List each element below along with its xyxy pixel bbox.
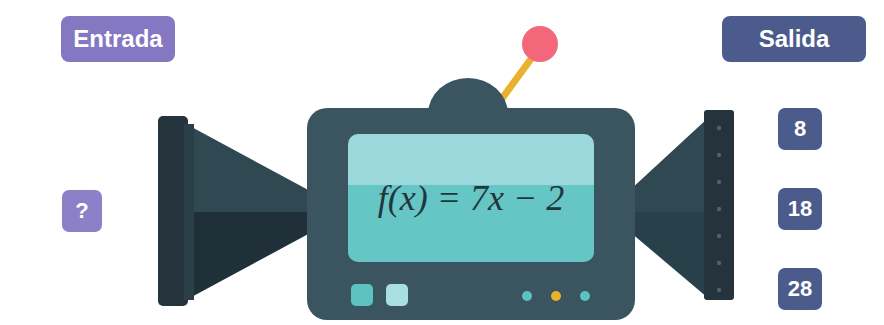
output-cone-top xyxy=(630,118,708,212)
output-heading: Salida xyxy=(722,16,866,62)
button xyxy=(351,284,373,306)
node-label: 8 xyxy=(794,116,806,142)
output-cone-bottom xyxy=(630,212,708,298)
input-cone-bottom xyxy=(186,212,312,300)
input-plate xyxy=(158,116,188,306)
machine-body xyxy=(307,108,635,320)
input-heading: Entrada xyxy=(61,16,175,62)
indicator-light xyxy=(580,291,590,301)
indicator-light xyxy=(522,291,532,301)
node-label: Entrada xyxy=(73,25,162,53)
input-value: ? xyxy=(62,190,102,232)
output-dots xyxy=(717,126,721,292)
function-screen: f(x) = 7x − 2 xyxy=(348,134,594,262)
node-label: Salida xyxy=(759,25,830,53)
indicator-light xyxy=(551,291,561,301)
input-cone-top xyxy=(186,124,312,212)
output-value: 18 xyxy=(778,188,822,230)
node-label: 28 xyxy=(788,276,812,302)
output-plate xyxy=(704,110,734,300)
button xyxy=(386,284,408,306)
node-label: 18 xyxy=(788,196,812,222)
input-rim xyxy=(184,124,194,300)
node-label: ? xyxy=(75,198,88,224)
antenna-stick xyxy=(498,52,536,104)
output-value: 8 xyxy=(778,108,822,150)
antenna-ball xyxy=(522,26,558,62)
output-value: 28 xyxy=(778,268,822,310)
node-label: f(x) = 7x − 2 xyxy=(378,177,565,219)
